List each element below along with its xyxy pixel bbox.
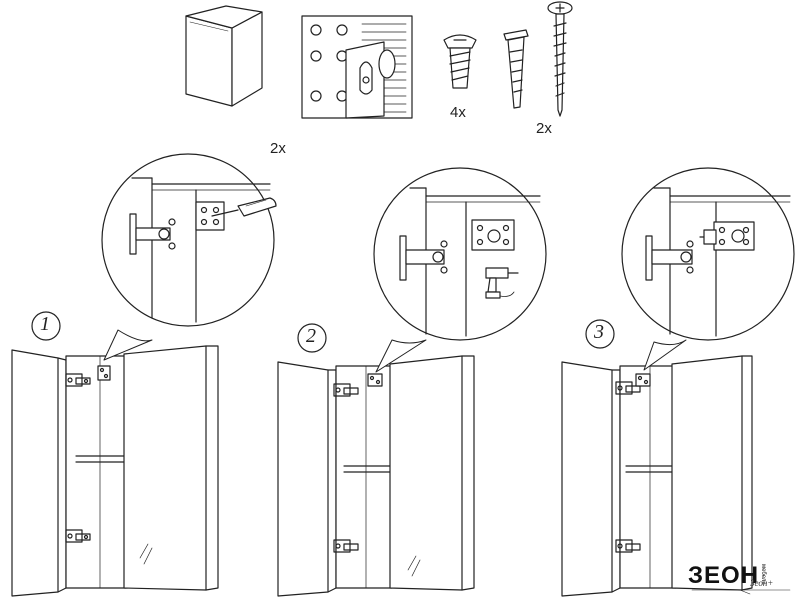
step-2-cabinet (277, 355, 475, 597)
step-2-badge (297, 323, 327, 353)
step-3-detail-callout (621, 167, 795, 371)
mounting-plate-part (301, 15, 413, 119)
hinge-icon (65, 529, 91, 543)
short-screw-part (443, 34, 477, 89)
drill-icon (485, 267, 519, 299)
hinge-icon (333, 383, 359, 397)
step-3-number: 3 (594, 321, 604, 343)
corner-bracket-part (185, 5, 263, 107)
hinge-icon (333, 539, 359, 553)
hinge-icon (615, 381, 641, 395)
hinge-icon (65, 373, 91, 387)
panel-quantity-label: 2x (270, 140, 286, 157)
brand-logo-frame (691, 589, 791, 595)
long-screw-part (547, 1, 573, 117)
brand-logo: ЗЕОН мебель Зеон+ (688, 560, 796, 596)
brand-logo-script: Зеон+ (750, 578, 774, 588)
screw-quantity-label: 4x (450, 104, 466, 121)
brand-logo-subtext: мебель (760, 564, 766, 585)
step-2-number: 2 (306, 325, 316, 347)
step-1-detail-callout (101, 153, 277, 361)
step-1-cabinet (11, 345, 219, 597)
brand-logo-text: ЗЕОН (688, 562, 760, 589)
step-1-badge (31, 311, 61, 341)
step-1-number: 1 (40, 313, 50, 335)
anchor-quantity-label: 2x (536, 120, 552, 137)
wall-anchor-part (503, 29, 529, 109)
step-3-badge (585, 319, 615, 349)
step-3-cabinet (561, 355, 753, 597)
hinge-icon (615, 539, 641, 553)
screwdriver-icon (211, 197, 277, 217)
step-2-detail-callout (373, 167, 547, 373)
